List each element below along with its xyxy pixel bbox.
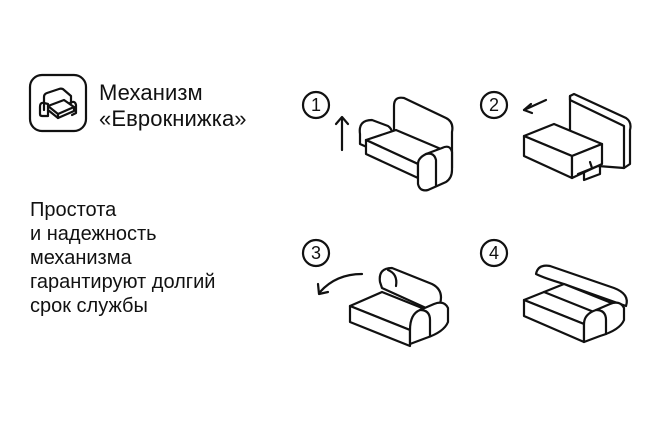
step-1-number-badge: 1 xyxy=(301,90,331,120)
step-3-number-badge: 3 xyxy=(301,238,331,268)
title-line-1: Механизм xyxy=(99,80,203,105)
description-line-1: Простота xyxy=(30,199,117,221)
description-text: Простота и надежность механизма гарантир… xyxy=(30,198,215,318)
sofa-bed-unfolded-icon xyxy=(522,264,628,344)
step-3-number: 3 xyxy=(311,243,321,263)
step-4: 4 xyxy=(474,228,666,358)
page-title: Механизм «Еврокнижка» xyxy=(99,80,247,132)
step-2-number: 2 xyxy=(489,95,499,115)
description-line-2: и надежность xyxy=(30,223,157,245)
step-1-number: 1 xyxy=(311,95,321,115)
sofa-folded-icon xyxy=(358,96,454,192)
step-2: 2 xyxy=(474,78,666,208)
step-4-number-badge: 4 xyxy=(479,238,509,268)
step-2-number-badge: 2 xyxy=(479,90,509,120)
left-arrow-icon xyxy=(522,98,548,115)
sofa-pulled-out-icon xyxy=(522,92,632,182)
description-line-5: срок службы xyxy=(30,295,148,317)
sofa-logo-icon xyxy=(28,73,88,133)
up-arrow-icon xyxy=(334,115,350,152)
step-3: 3 xyxy=(296,228,496,358)
title-line-2: «Еврокнижка» xyxy=(99,106,247,131)
step-4-number: 4 xyxy=(489,243,499,263)
description-line-4: гарантируют долгий xyxy=(30,271,216,293)
curved-arrow-icon xyxy=(316,272,364,296)
sofa-unfolding-icon xyxy=(348,266,450,348)
description-line-3: механизма xyxy=(30,247,132,269)
step-1: 1 xyxy=(296,78,496,208)
